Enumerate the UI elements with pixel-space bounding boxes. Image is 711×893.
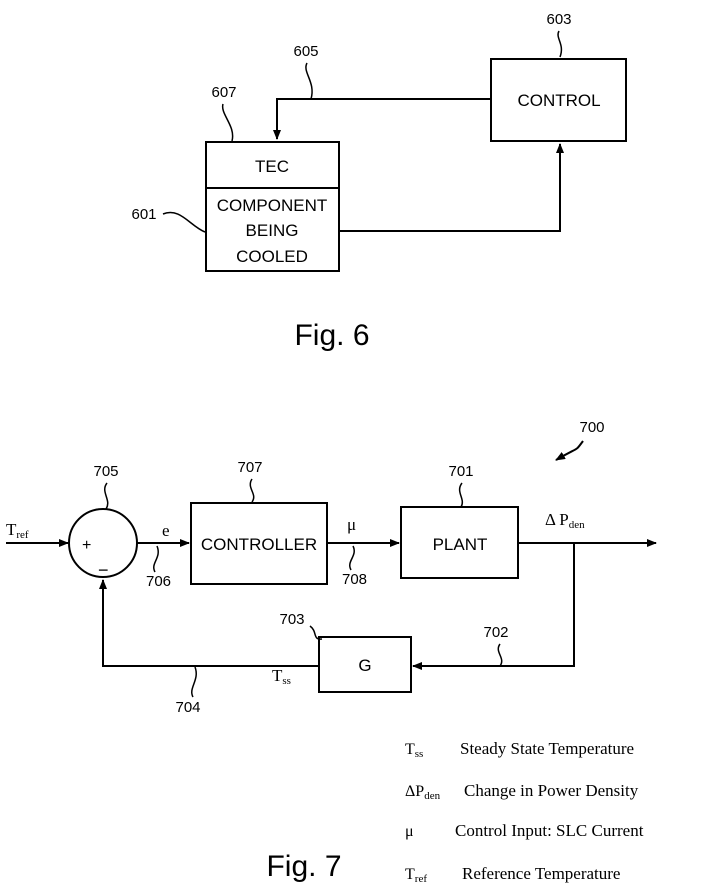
symbol-legend: Tss Steady State Temperature ΔPden Chang… xyxy=(405,739,644,885)
leader-707 xyxy=(249,478,255,503)
gain-block-g xyxy=(318,636,412,693)
leader-703 xyxy=(309,625,323,640)
leader-607 xyxy=(221,103,234,142)
legend-symbol-tref: Tref xyxy=(405,866,427,885)
leader-708 xyxy=(349,545,355,571)
ref-601: 601 xyxy=(131,206,156,223)
component-to-control-line xyxy=(339,143,564,232)
ref-701: 701 xyxy=(448,463,473,480)
fig6-diagram: CONTROL TEC COMPONENT BEING COOLED 603 6… xyxy=(131,11,627,352)
leader-700 xyxy=(555,440,584,461)
leader-704 xyxy=(191,666,197,698)
component-label-line3: COOLED xyxy=(236,247,308,266)
ref-603: 603 xyxy=(546,11,571,28)
plant-label: PLANT xyxy=(433,535,488,554)
control-to-tec-line xyxy=(273,98,491,140)
tec-component-box xyxy=(205,141,340,272)
legend-desc-dpden: Change in Power Density xyxy=(464,781,639,800)
legend-symbol-mu: μ xyxy=(405,823,414,840)
legend-symbol-dpden: ΔPden xyxy=(405,783,441,802)
ref-700: 700 xyxy=(579,419,604,436)
ref-704: 704 xyxy=(175,699,200,716)
fig6-caption: Fig. 6 xyxy=(294,319,369,352)
leader-702 xyxy=(497,643,503,667)
controller-label: CONTROLLER xyxy=(201,535,317,554)
ref-705: 705 xyxy=(93,463,118,480)
t-ss-signal-label: Tss xyxy=(272,666,291,687)
legend-desc-tref: Reference Temperature xyxy=(462,864,620,883)
tec-label: TEC xyxy=(255,157,289,176)
ref-708: 708 xyxy=(342,571,367,588)
control-label: CONTROL xyxy=(517,91,600,110)
gain-label: G xyxy=(358,656,371,675)
t-ref-input-label: Tref xyxy=(6,520,29,541)
delta-p-output-label: Δ Pden xyxy=(545,510,585,531)
legend-desc-tss: Steady State Temperature xyxy=(460,739,634,758)
leader-603 xyxy=(557,30,563,58)
leader-706 xyxy=(153,545,159,573)
fig7-caption: Fig. 7 xyxy=(266,850,341,883)
fig7-diagram: 700 Tref + − 705 e 706 CONTROLLER 707 μ … xyxy=(6,419,657,885)
control-box xyxy=(490,58,627,142)
ref-702: 702 xyxy=(483,624,508,641)
component-label-line1: COMPONENT xyxy=(217,196,328,215)
plant-box xyxy=(400,506,519,579)
ref-706: 706 xyxy=(146,573,171,590)
legend-symbol-tss: Tss xyxy=(405,741,423,760)
leader-601 xyxy=(162,211,206,233)
summer-plus-sign: + xyxy=(82,537,91,554)
ref-703: 703 xyxy=(279,611,304,628)
leader-705 xyxy=(103,482,109,510)
ref-607: 607 xyxy=(211,84,236,101)
component-label-line2: BEING xyxy=(246,221,299,240)
ref-605: 605 xyxy=(293,43,318,60)
control-input-label: μ xyxy=(347,515,356,534)
legend-desc-mu: Control Input: SLC Current xyxy=(455,821,644,840)
leader-701 xyxy=(458,482,464,508)
summer-minus-sign: − xyxy=(98,560,109,580)
leader-605 xyxy=(305,62,313,100)
ref-707: 707 xyxy=(237,459,262,476)
error-label: e xyxy=(162,521,170,540)
feedback-to-summer-line xyxy=(99,579,319,667)
feedback-to-g-line xyxy=(412,543,575,670)
